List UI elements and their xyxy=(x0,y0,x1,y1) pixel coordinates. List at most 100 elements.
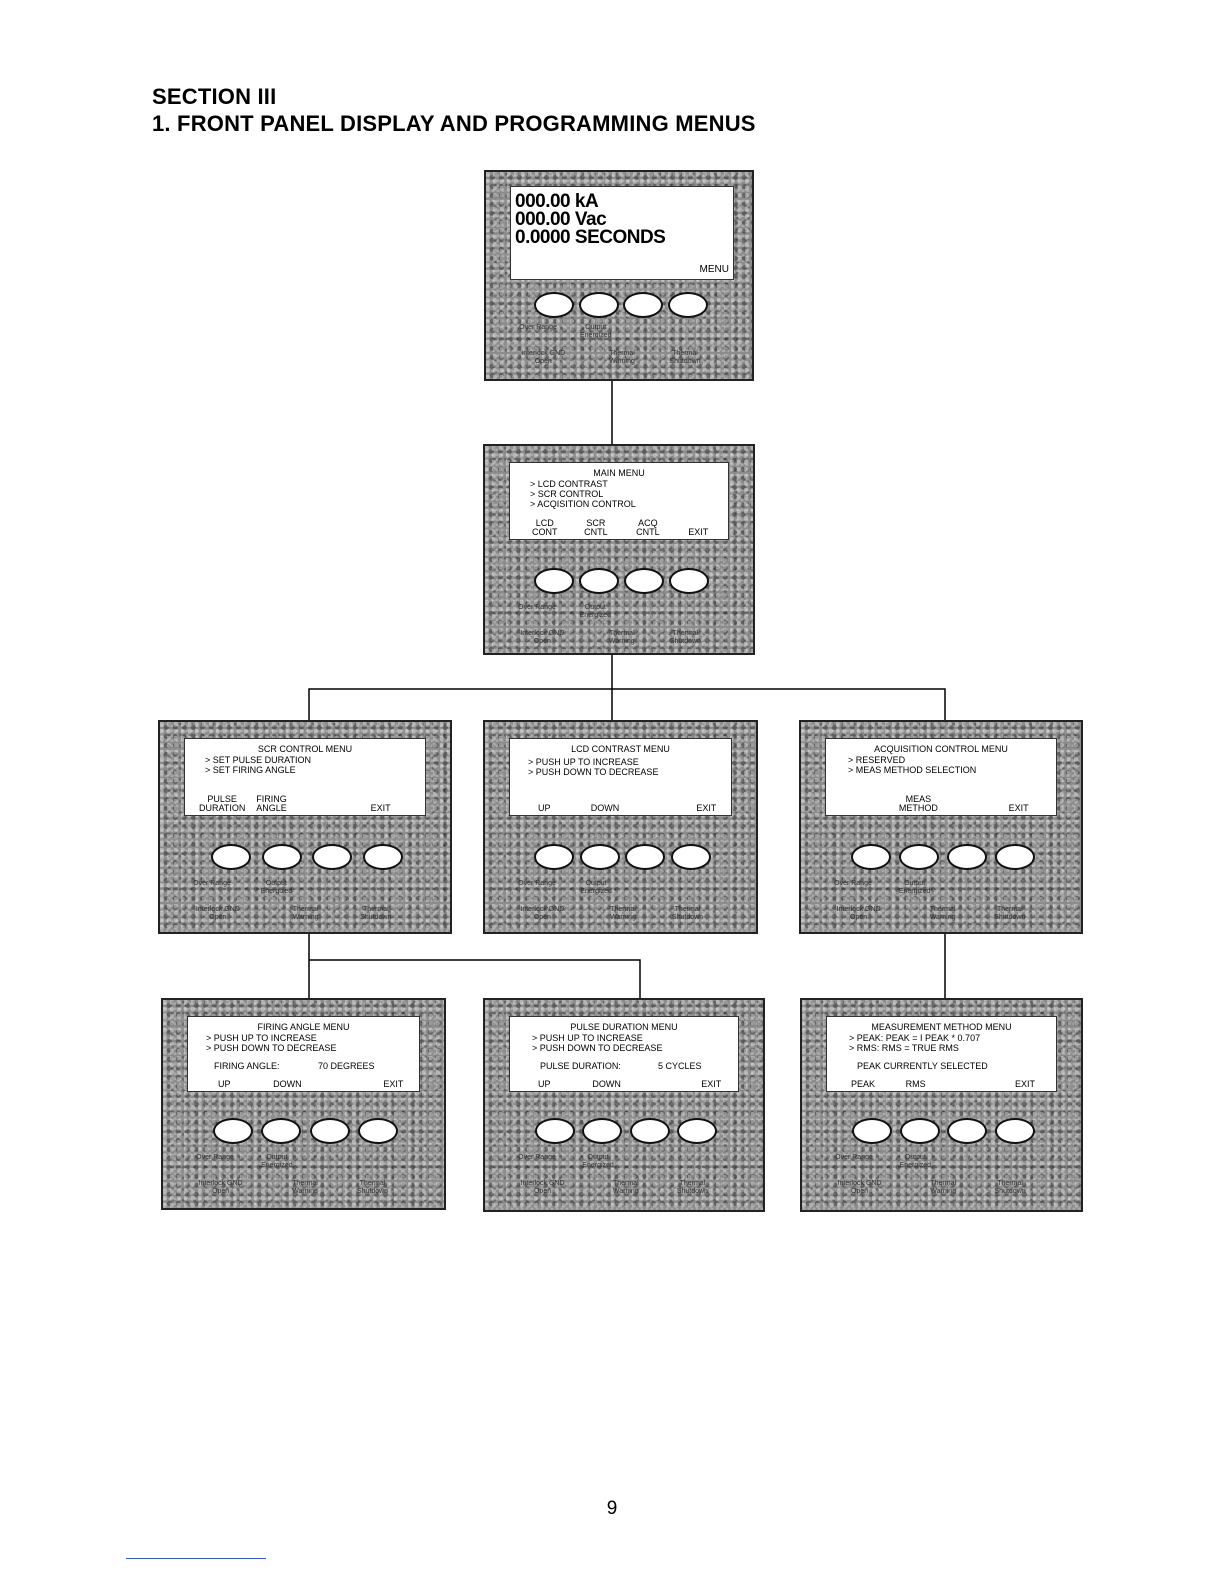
softkey-label-4: EXIT xyxy=(696,803,717,813)
softkey-button-3[interactable] xyxy=(947,844,987,870)
thermal-shutdown-indicator-label: Thermal Shutdown xyxy=(360,906,392,921)
thermal-warning-indicator-label: Thermal Warning xyxy=(610,906,636,921)
softkey-row xyxy=(802,1118,1081,1148)
softkey-button-2[interactable] xyxy=(582,1118,623,1144)
softkey-label-1: UP xyxy=(538,1079,551,1089)
menu-title: SCR CONTROL MENU xyxy=(257,744,353,754)
over-range-indicator-label: Over Range xyxy=(518,1154,556,1161)
softkey-button-2[interactable] xyxy=(899,1118,940,1144)
softkey-label-1: UP xyxy=(538,803,551,813)
softkey-button-1[interactable] xyxy=(213,1118,254,1144)
softkey-button-3[interactable] xyxy=(312,844,353,870)
lcd-screen: MEASUREMENT METHOD MENU> PEAK: PEAK = I … xyxy=(826,1016,1057,1092)
over-range-indicator-label: Over Range xyxy=(518,604,556,611)
measurement-method-menu-panel: MEASUREMENT METHOD MENU> PEAK: PEAK = I … xyxy=(800,998,1083,1212)
menu-option: > MEAS METHOD SELECTION xyxy=(848,765,977,775)
softkey-button-2[interactable] xyxy=(579,844,620,870)
softkey-label-2: FIRING ANGLE xyxy=(256,794,287,813)
softkey-button-3[interactable] xyxy=(629,1118,670,1144)
menu-option: > PUSH UP TO INCREASE xyxy=(206,1033,317,1043)
softkey-button-4[interactable] xyxy=(677,1118,718,1144)
softkey-row xyxy=(160,844,450,874)
value-label: PULSE DURATION: xyxy=(540,1061,621,1071)
softkey-button-2[interactable] xyxy=(578,292,619,318)
softkey-button-3[interactable] xyxy=(309,1118,350,1144)
output-energized-indicator-label: Output Energized xyxy=(580,880,612,895)
interlock-gnd-open-indicator-label: Interlock GND Open xyxy=(520,1180,565,1195)
interlock-gnd-open-indicator-label: Interlock GND Open xyxy=(195,906,240,921)
output-energized-indicator-label: Output Energized xyxy=(582,1154,614,1169)
softkey-button-1[interactable] xyxy=(851,844,891,870)
softkey-button-1[interactable] xyxy=(534,292,575,318)
menu-option: > PUSH DOWN TO DECREASE xyxy=(532,1043,663,1053)
softkey-button-4[interactable] xyxy=(667,292,708,318)
interlock-gnd-open-indicator-label: Interlock GND Open xyxy=(198,1180,243,1195)
softkey-button-4[interactable] xyxy=(995,844,1035,870)
acquisition-control-menu-panel: ACQUISITION CONTROL MENU> RESERVED> MEAS… xyxy=(799,720,1083,934)
softkey-button-1[interactable] xyxy=(211,844,252,870)
interlock-gnd-open-indicator-label: Interlock GND Open xyxy=(520,630,565,645)
softkey-button-1[interactable] xyxy=(533,568,574,594)
pulse-duration-menu-panel: PULSE DURATION MENU> PUSH UP TO INCREASE… xyxy=(483,998,765,1212)
thermal-shutdown-indicator-label: Thermal Shutdown xyxy=(669,630,701,645)
thermal-shutdown-indicator-label: Thermal Shutdown xyxy=(669,350,701,365)
page-title: 1. FRONT PANEL DISPLAY AND PROGRAMMING M… xyxy=(152,111,756,136)
softkey-button-3[interactable] xyxy=(623,568,664,594)
page-number: 9 xyxy=(606,1498,618,1519)
softkey-button-4[interactable] xyxy=(357,1118,398,1144)
softkey-row xyxy=(485,844,756,874)
lcd-screen: SCR CONTROL MENU> SET PULSE DURATION> SE… xyxy=(184,738,426,816)
softkey-button-1[interactable] xyxy=(534,1118,575,1144)
softkey-label-2: DOWN xyxy=(273,1079,302,1089)
lcd-screen: LCD CONTRAST MENU> PUSH UP TO INCREASE> … xyxy=(509,738,732,816)
softkey-label-4: EXIT xyxy=(1008,803,1029,813)
softkey-button-1[interactable] xyxy=(851,1118,892,1144)
softkey-button-4[interactable] xyxy=(995,1118,1036,1144)
softkey-label-4: EXIT xyxy=(383,1079,404,1089)
thermal-warning-indicator-label: Thermal Warning xyxy=(612,1180,639,1195)
softkey-button-2[interactable] xyxy=(261,1118,302,1144)
softkey-label-4: EXIT xyxy=(370,803,391,813)
menu-option: > ACQISITION CONTROL xyxy=(530,499,636,509)
softkey-row xyxy=(485,1118,763,1148)
value-label: FIRING ANGLE: xyxy=(214,1061,280,1071)
thermal-warning-indicator-label: Thermal Warning xyxy=(929,906,956,921)
over-range-indicator-label: Over Range xyxy=(193,880,231,887)
menu-title: PULSE DURATION MENU xyxy=(570,1022,678,1032)
softkey-button-2[interactable] xyxy=(578,568,619,594)
menu-option: > RESERVED xyxy=(848,755,906,765)
softkey-button-3[interactable] xyxy=(623,292,664,318)
softkey-button-3[interactable] xyxy=(625,844,666,870)
over-range-indicator-label: Over Range xyxy=(518,880,556,887)
softkey-row xyxy=(486,292,752,322)
interlock-gnd-open-indicator-label: Interlock GND Open xyxy=(837,1180,882,1195)
softkey-label-2: RMS xyxy=(905,1079,926,1089)
softkey-label-2: DOWN xyxy=(590,803,620,813)
lcd-contrast-menu-panel: LCD CONTRAST MENU> PUSH UP TO INCREASE> … xyxy=(483,720,758,934)
menu-option: > LCD CONTRAST xyxy=(530,479,608,489)
interlock-gnd-open-indicator-label: Interlock GND Open xyxy=(521,350,566,365)
value-readout: 5 CYCLES xyxy=(658,1061,702,1071)
output-energized-indicator-label: Output Energized xyxy=(898,880,931,895)
lcd-screen: PULSE DURATION MENU> PUSH UP TO INCREASE… xyxy=(509,1016,739,1092)
thermal-shutdown-indicator-label: Thermal Shutdown xyxy=(994,1180,1026,1195)
menu-option: > RMS: RMS = TRUE RMS xyxy=(849,1043,959,1053)
softkey-label-1: UP xyxy=(218,1079,231,1089)
softkey-button-3[interactable] xyxy=(947,1118,988,1144)
softkey-button-2[interactable] xyxy=(261,844,302,870)
softkey-button-4[interactable] xyxy=(668,568,709,594)
section-heading: SECTION III xyxy=(152,84,277,109)
lcd-screen: MAIN MENU> LCD CONTRAST> SCR CONTROL> AC… xyxy=(509,462,729,540)
interlock-gnd-open-indicator-label: Interlock GND Open xyxy=(520,906,565,921)
softkey-label-4: EXIT xyxy=(688,527,709,537)
softkey-button-4[interactable] xyxy=(671,844,712,870)
softkey-button-1[interactable] xyxy=(533,844,574,870)
softkey-button-2[interactable] xyxy=(899,844,939,870)
menu-option: > PUSH DOWN TO DECREASE xyxy=(528,767,659,777)
softkey-label-3: ACQ CNTL xyxy=(636,518,660,537)
over-range-indicator-label: Over Range xyxy=(196,1154,234,1161)
thermal-warning-indicator-label: Thermal Warning xyxy=(292,1180,318,1195)
softkey-button-4[interactable] xyxy=(362,844,403,870)
softkey-label-4: EXIT xyxy=(701,1079,722,1089)
